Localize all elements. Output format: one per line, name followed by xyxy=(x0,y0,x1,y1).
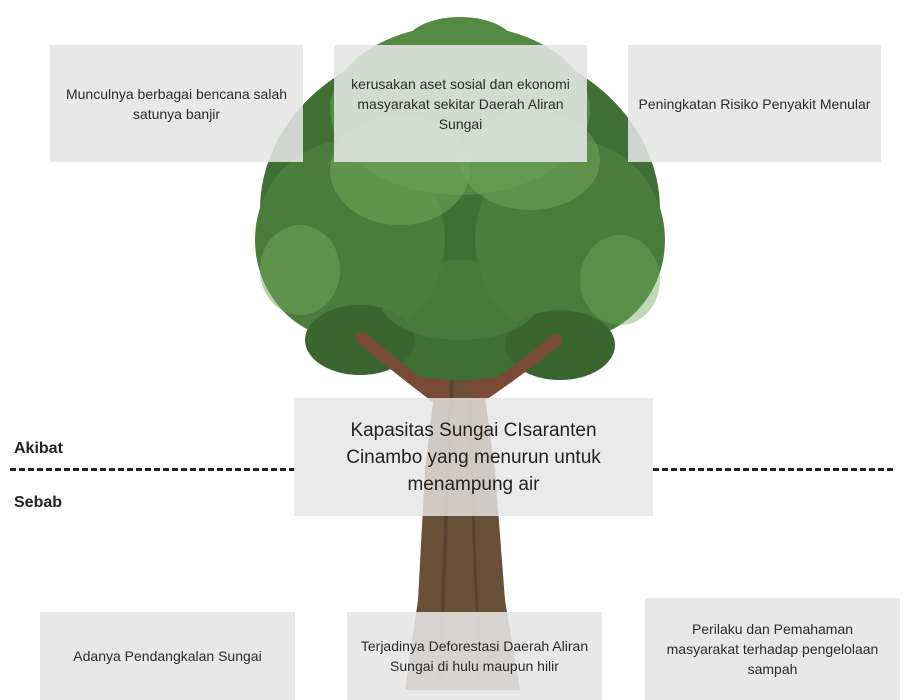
cause-effect-divider-right xyxy=(653,468,893,471)
cause-text-1: Adanya Pendangkalan Sungai xyxy=(73,648,262,664)
effect-text-2: kerusakan aset sosial dan ekonomi masyar… xyxy=(351,75,570,132)
cause-effect-divider-left xyxy=(10,468,295,471)
effect-text-1: Munculnya berbagai bencana salah satunya… xyxy=(65,85,288,122)
effect-box-2: kerusakan aset sosial dan ekonomi masyar… xyxy=(334,45,587,162)
effect-text-3: Peningkatan Risiko Penyakit Menular xyxy=(638,95,871,112)
cause-box-1: Adanya Pendangkalan Sungai xyxy=(40,612,295,700)
cause-text-2: Terjadinya Deforestasi Daerah Aliran Sun… xyxy=(360,638,589,674)
effect-box-3: Peningkatan Risiko Penyakit Menular xyxy=(628,45,881,162)
cause-text-3: Perilaku dan Pemahaman masyarakat terhad… xyxy=(666,621,879,677)
core-problem-box: Kapasitas Sungai CIsaranten Cinambo yang… xyxy=(294,398,653,516)
effect-label: Akibat xyxy=(14,440,63,457)
cause-label: Sebab xyxy=(14,494,63,511)
core-problem-text: Kapasitas Sungai CIsaranten Cinambo yang… xyxy=(346,419,601,495)
cause-box-2: Terjadinya Deforestasi Daerah Aliran Sun… xyxy=(347,612,602,700)
cause-box-3: Perilaku dan Pemahaman masyarakat terhad… xyxy=(645,598,900,700)
effect-box-1: Munculnya berbagai bencana salah satunya… xyxy=(50,45,303,162)
